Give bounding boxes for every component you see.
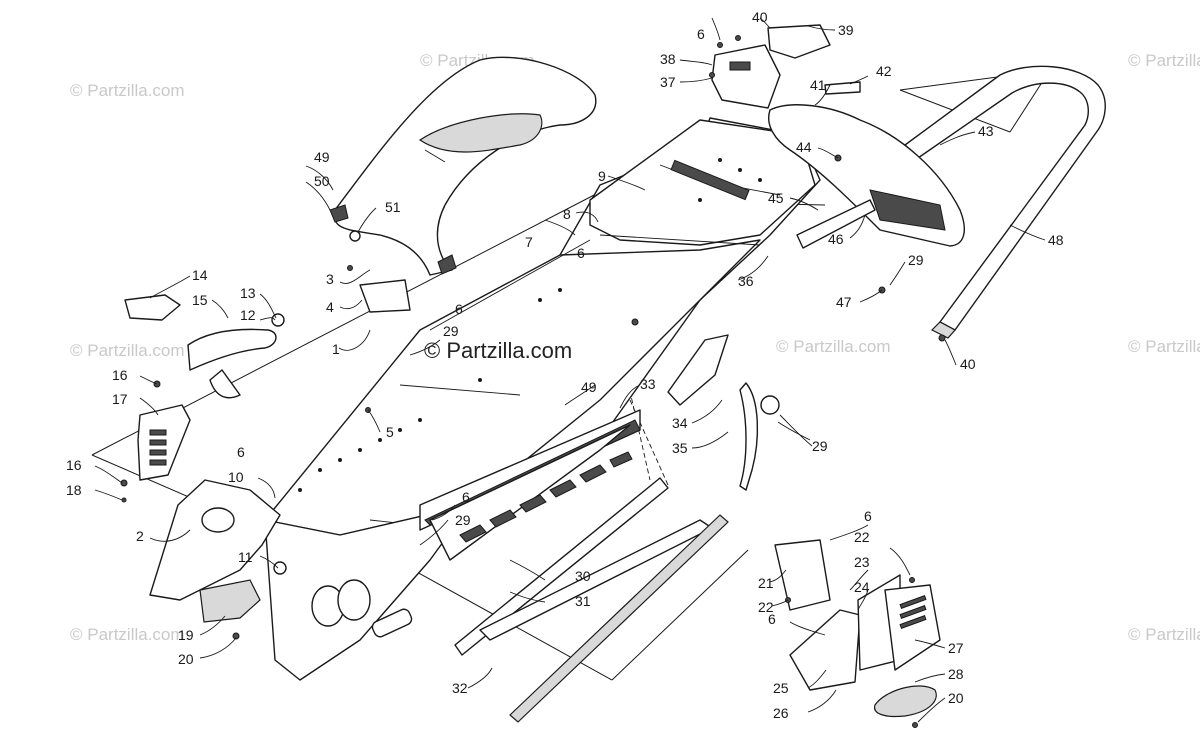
callout-label: 11 [238,549,253,565]
deck-holes [298,158,762,492]
callout-label: 43 [978,123,994,139]
callout-label: 29 [455,512,471,528]
callout-label: 13 [240,285,256,301]
callout-label: 47 [836,294,852,310]
callout-label: 35 [672,440,688,456]
rear-right-parts [774,539,941,718]
vent-slots [899,595,927,629]
callout-label: 42 [876,63,892,79]
callout-label: 29 [443,323,459,339]
callout-label: 20 [178,651,194,667]
callout-label: 1 [332,341,340,357]
callout-label: 49 [314,149,330,165]
callout-label: 4 [326,299,334,315]
callout-label: 44 [796,139,812,155]
callout-label: 6 [455,301,463,317]
callout-label: 6 [462,489,470,505]
callout-label: 16 [112,367,128,383]
rails-part [454,477,729,723]
watermark-center-text: © Partzilla.com [424,338,572,363]
callout-label: 3 [326,271,334,287]
vent-slots [149,429,167,466]
callout-label: 20 [948,690,964,706]
watermark-text: © Partzilla.com [70,341,185,360]
callout-label: 37 [660,74,676,90]
callout-label: 6 [864,508,872,524]
callout-label: 27 [948,640,964,656]
callout-label: 6 [237,444,245,460]
callout-label: 21 [758,575,774,591]
callout-label: 34 [672,415,688,431]
watermark-layer: © Partzilla.com © Partzilla.com © Partzi… [70,51,1200,644]
side-trim-part [667,334,780,491]
callout-label: 22 [854,529,870,545]
callout-label: 45 [768,190,784,206]
callout-label: 36 [738,273,754,289]
rear-bumper-part [904,65,1106,339]
callout-label: 22 [758,599,774,615]
callout-label: 25 [773,680,789,696]
callout-label: 30 [575,568,591,584]
tread-pattern [459,451,633,543]
callout-label: 40 [752,9,768,25]
callout-label: 39 [838,22,854,38]
callout-label: 40 [960,356,976,372]
rear-flap-part [768,81,966,249]
callout-label: 33 [640,376,656,392]
callout-label: 31 [575,593,591,609]
callout-label: 9 [598,168,606,184]
callout-label: 6 [577,245,585,261]
callout-label: 48 [1048,232,1064,248]
callout-label: 51 [385,199,401,215]
seat-part [329,56,597,276]
watermark-text: © Partzilla.com [1128,625,1200,644]
watermark-text: © Partzilla.com [70,81,185,100]
tunnel-chassis-part [149,117,821,681]
watermark-text: © Partzilla.com [1128,337,1200,356]
callout-label: 29 [812,438,828,454]
callout-label: 16 [66,457,82,473]
callout-label: 5 [386,424,394,440]
callout-label: 41 [810,77,826,93]
watermark-text: © Partzilla.com [776,337,891,356]
callout-labels: 1 2 3 4 5 6 6 6 6 6 6 6 7 8 9 10 11 12 1… [66,9,1064,721]
callout-label: 6 [697,26,705,42]
callout-label: 15 [192,292,208,308]
callout-label: 7 [525,234,533,250]
callout-label: 6 [768,611,776,627]
callout-label: 18 [66,482,82,498]
callout-label: 49 [581,379,597,395]
callout-label: 38 [660,51,676,67]
callout-label: 28 [948,666,964,682]
callout-label: 46 [828,231,844,247]
callout-leader-lines [94,17,1046,723]
callout-label: 17 [112,391,128,407]
callout-label: 10 [228,469,244,485]
watermark-text: © Partzilla.com [70,625,185,644]
hitch-bracket-part [711,24,831,109]
callout-label: 12 [240,307,256,323]
callout-label: 32 [452,680,468,696]
callout-label: 50 [314,173,330,189]
callout-label: 2 [136,528,144,544]
callout-label: 26 [773,705,789,721]
callout-label: 19 [178,627,194,643]
callout-label: 8 [563,206,571,222]
callout-label: 14 [192,267,208,283]
front-left-parts [124,279,411,623]
callout-label: 29 [908,252,924,268]
running-board-part [419,409,641,561]
callout-label: 24 [854,579,870,595]
callout-label: 23 [854,554,870,570]
watermark-text: © Partzilla.com [1128,51,1200,70]
